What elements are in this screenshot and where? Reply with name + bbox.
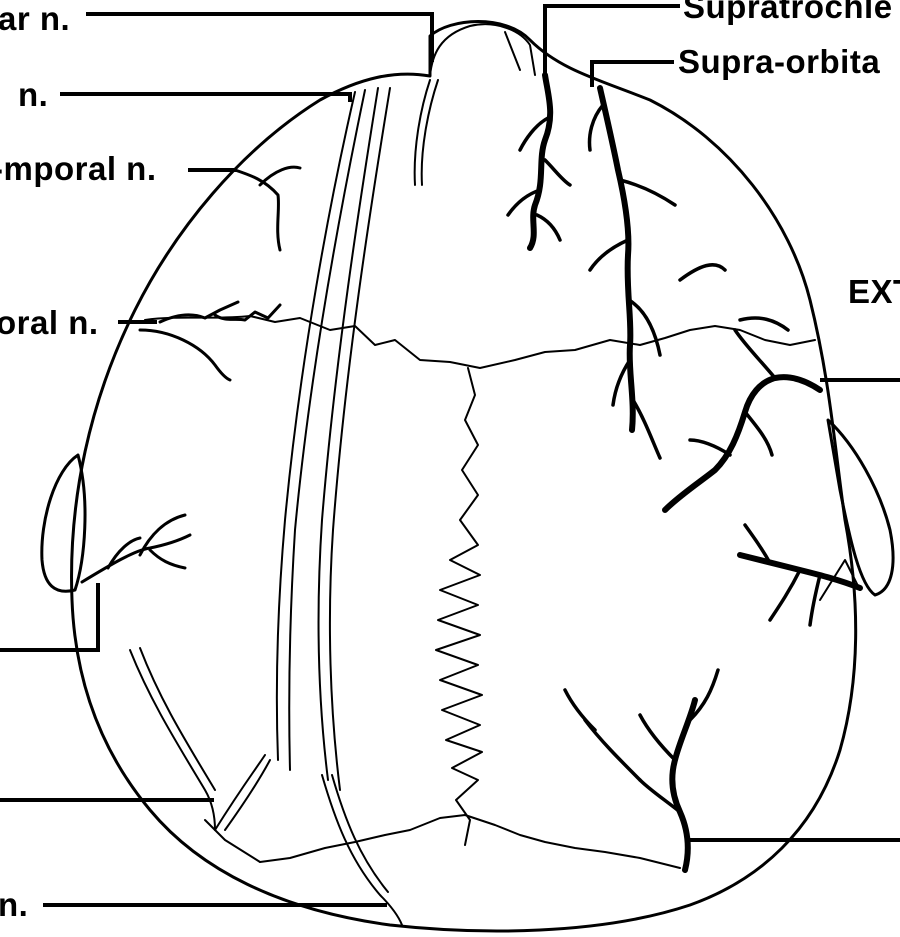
label-upper-left: n. [18, 78, 48, 111]
label-temporal-upper: -mporal n. [0, 152, 157, 185]
coronal-suture [145, 316, 815, 368]
label-ext: EXT [848, 275, 900, 308]
right-temporal-branch [665, 377, 820, 510]
label-supratrochlear: Supratrochle [683, 0, 893, 23]
leader-left-mid [0, 585, 98, 650]
label-top-left: ar n. [0, 2, 70, 35]
supraorbital-nerve [600, 88, 633, 430]
right-occipital-nerve [672, 700, 695, 870]
right-ear [828, 420, 893, 595]
auricular-branch [82, 535, 190, 582]
sagittal-suture [436, 368, 482, 845]
label-supraorbital: Supra-orbita [678, 45, 880, 78]
label-bottom-left: n. [0, 888, 28, 921]
temporal-branch-upper [235, 170, 280, 250]
leader-top-left [88, 14, 432, 60]
skull-outline [72, 22, 856, 931]
greater-occipital-nerve [322, 775, 402, 925]
leader-upper-left [62, 94, 350, 100]
temporal-branch-mid [140, 330, 230, 380]
left-ear [42, 455, 85, 591]
label-temporal-mid: oral n. [0, 306, 99, 339]
